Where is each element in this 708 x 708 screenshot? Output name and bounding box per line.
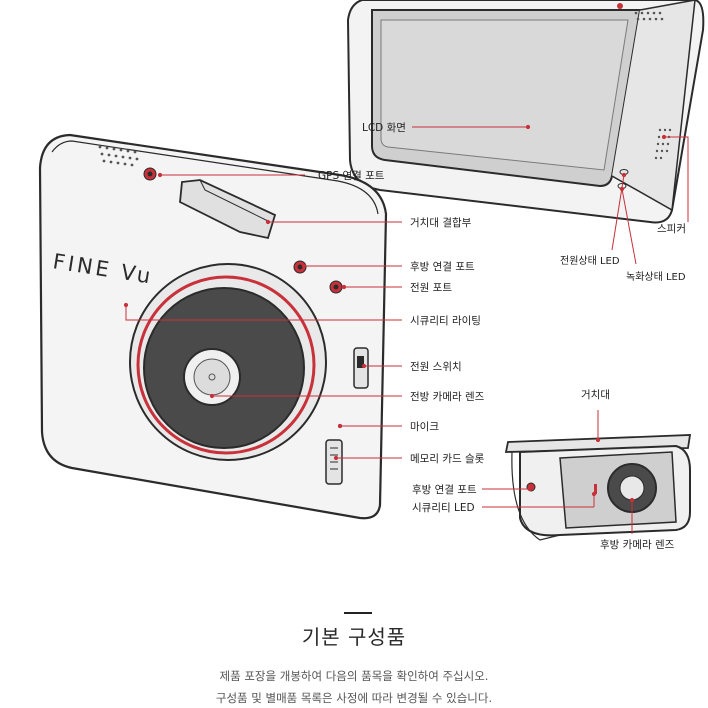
dashcam-body (38, 133, 388, 520)
label-power-led: 전원상태 LED (560, 255, 620, 267)
label-mic: 마이크 (410, 421, 439, 433)
label-power-port: 전원 포트 (410, 282, 452, 294)
rear-camera (504, 434, 692, 541)
section-description-line1: 제품 포장을 개봉하여 다음의 품목을 확인하여 주십시오. (219, 669, 489, 683)
label-sd-slot: 메모리 카드 슬롯 (410, 453, 485, 465)
callout-lines (123, 124, 689, 534)
label-gps-port: GPS 연결 포트 (318, 170, 385, 182)
label-security-led: 시큐리티 LED (412, 502, 475, 514)
label-speaker: 스피커 (657, 223, 686, 235)
label-rear-port: 후방 연결 포트 (410, 261, 475, 273)
label-rear-lens: 후방 카메라 렌즈 (600, 539, 675, 551)
section-description-line2: 구성품 및 별매품 목록은 사정에 따라 변경될 수 있습니다. (215, 691, 493, 705)
label-lcd: LCD 화면 (362, 122, 406, 134)
section-divider (344, 612, 372, 614)
label-rear-cam-port: 후방 연결 포트 (412, 484, 477, 496)
label-security-light: 시큐리티 라이팅 (410, 315, 481, 327)
label-rec-led: 녹화상태 LED (626, 271, 686, 283)
label-mount-joint: 거치대 결합부 (410, 217, 472, 229)
lcd-device (346, 0, 705, 224)
label-power-switch: 전원 스위치 (410, 360, 462, 373)
section-title: 기본 구성품 (301, 625, 407, 649)
label-front-lens: 전방 카메라 렌즈 (410, 391, 485, 403)
label-mount: 거치대 (581, 389, 610, 401)
callout-labels: LCD 화면 GPS 연결 포트 거치대 결합부 후방 연결 포트 전원 포트 … (318, 122, 686, 551)
